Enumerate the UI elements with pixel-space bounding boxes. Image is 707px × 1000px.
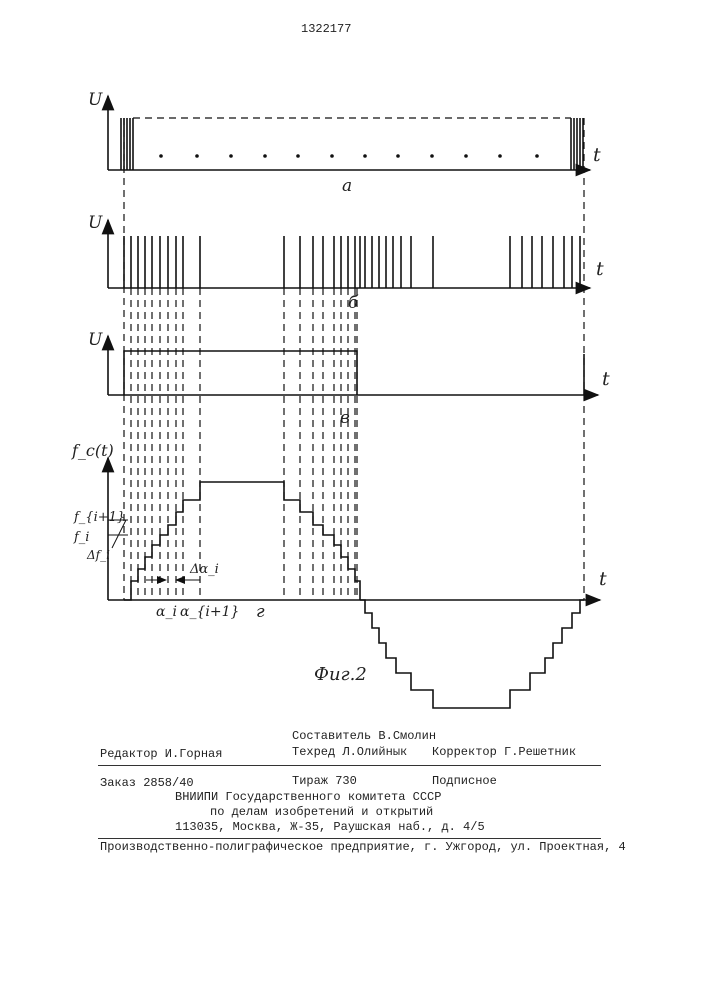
panel-a-dot bbox=[464, 154, 468, 158]
panel-a-dot bbox=[430, 154, 434, 158]
panel-a-dot bbox=[296, 154, 300, 158]
techred-line: Техред Л.Олийнык bbox=[292, 745, 407, 759]
panel-a-dot bbox=[195, 154, 199, 158]
panel-d-y-label: f_c(t) bbox=[72, 441, 114, 460]
level-lower-label: f_i bbox=[74, 530, 89, 545]
panel-d-caption: г bbox=[256, 602, 265, 622]
figure-caption: Фиг.2 bbox=[314, 664, 367, 685]
panel-c-y-label: U bbox=[88, 330, 102, 350]
panel-b-y-label: U bbox=[88, 213, 102, 233]
panel-c-t-label: t bbox=[602, 368, 610, 390]
editor-line: Редактор И.Горная bbox=[100, 747, 222, 761]
footer-rule-2 bbox=[98, 838, 601, 839]
order-line: Заказ 2858/40 bbox=[100, 776, 194, 790]
org-line-2: по делам изобретений и открытий bbox=[210, 805, 433, 819]
alpha-i1-label: α_{i+1} bbox=[180, 604, 239, 620]
panel-b-t-label: t bbox=[596, 258, 604, 280]
address-line: 113035, Москва, Ж-35, Раушская наб., д. … bbox=[175, 820, 485, 834]
panel-a-dot bbox=[330, 154, 334, 158]
alpha-i-label: α_i bbox=[156, 604, 177, 620]
delta-alpha-label: Δα_i bbox=[190, 562, 219, 577]
level-upper-label: f_{i+1} bbox=[74, 510, 125, 525]
panel-a-caption: а bbox=[342, 176, 352, 196]
negative-staircase bbox=[360, 600, 584, 708]
panel-a-dot bbox=[229, 154, 233, 158]
patent-number: 1322177 bbox=[301, 22, 351, 36]
panel-a-dot bbox=[498, 154, 502, 158]
subscription-line: Подписное bbox=[432, 774, 497, 788]
corrector-line: Корректор Г.Решетник bbox=[432, 745, 576, 759]
compiler-line: Составитель В.Смолин bbox=[292, 729, 436, 743]
panel-a-y-label: U bbox=[88, 90, 102, 110]
panel-a-dot bbox=[396, 154, 400, 158]
panel-a-dot bbox=[159, 154, 163, 158]
panel-c-caption: в bbox=[340, 408, 350, 428]
panel-d-t-label: t bbox=[599, 568, 607, 590]
panel-a-dot bbox=[363, 154, 367, 158]
org-line-1: ВНИИПИ Государственного комитета СССР bbox=[175, 790, 441, 804]
panel-a-dot bbox=[535, 154, 539, 158]
printer-line: Производственно-полиграфическое предприя… bbox=[100, 840, 626, 854]
panel-a-dot bbox=[263, 154, 267, 158]
panel-c-gate-pulse bbox=[124, 351, 357, 395]
panel-b-caption: б bbox=[348, 293, 358, 313]
footer-rule-1 bbox=[98, 765, 601, 766]
delta-f-label: Δf_i bbox=[87, 548, 110, 562]
panel-a-t-label: t bbox=[593, 144, 601, 166]
circulation-line: Тираж 730 bbox=[292, 774, 357, 788]
